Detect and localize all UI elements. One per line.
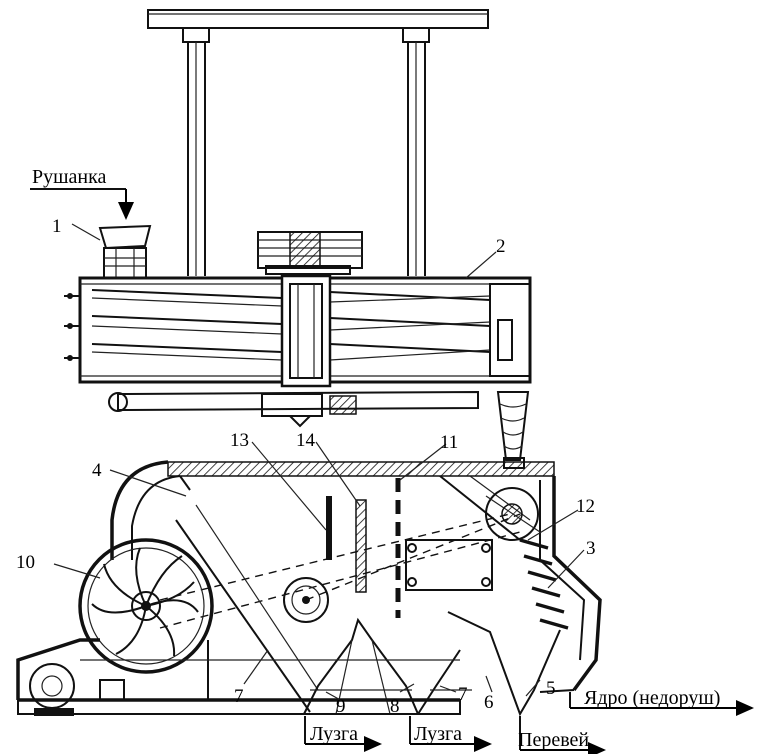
callout-9: 9: [336, 696, 346, 717]
label-perevey: Перевей: [518, 729, 589, 751]
lower-shaft: [108, 390, 479, 428]
callout-12: 12: [576, 496, 595, 517]
callout-3: 3: [586, 538, 596, 559]
callout-8: 8: [390, 696, 400, 717]
cylinder-screen: [64, 274, 532, 388]
callout-7a: 7: [234, 686, 244, 707]
label-husk-1: Лузга: [310, 723, 358, 745]
label-input-product: Рушанка: [32, 166, 107, 188]
callout-5: 5: [546, 678, 556, 699]
suspension-frame: [147, 9, 489, 276]
callout-2: 2: [496, 236, 506, 257]
callout-7b: 7: [458, 684, 468, 705]
callout-11: 11: [440, 432, 458, 453]
callout-4: 4: [92, 460, 102, 481]
callout-1: 1: [52, 216, 62, 237]
feed-hopper: [98, 224, 152, 279]
callout-10: 10: [16, 552, 35, 573]
aspiration-housing: [110, 460, 602, 717]
base-frame: [16, 638, 461, 716]
callout-14: 14: [296, 430, 316, 451]
callout-6: 6: [484, 692, 494, 713]
fan-assembly: [78, 538, 214, 674]
label-husk-2: Лузга: [414, 723, 462, 745]
screen-drive-unit: [257, 231, 363, 275]
label-kernel: Ядро (недоруш): [584, 687, 720, 709]
callout-13: 13: [230, 430, 249, 451]
flexible-sleeve: [496, 391, 530, 469]
callout-leaders: [53, 223, 585, 703]
